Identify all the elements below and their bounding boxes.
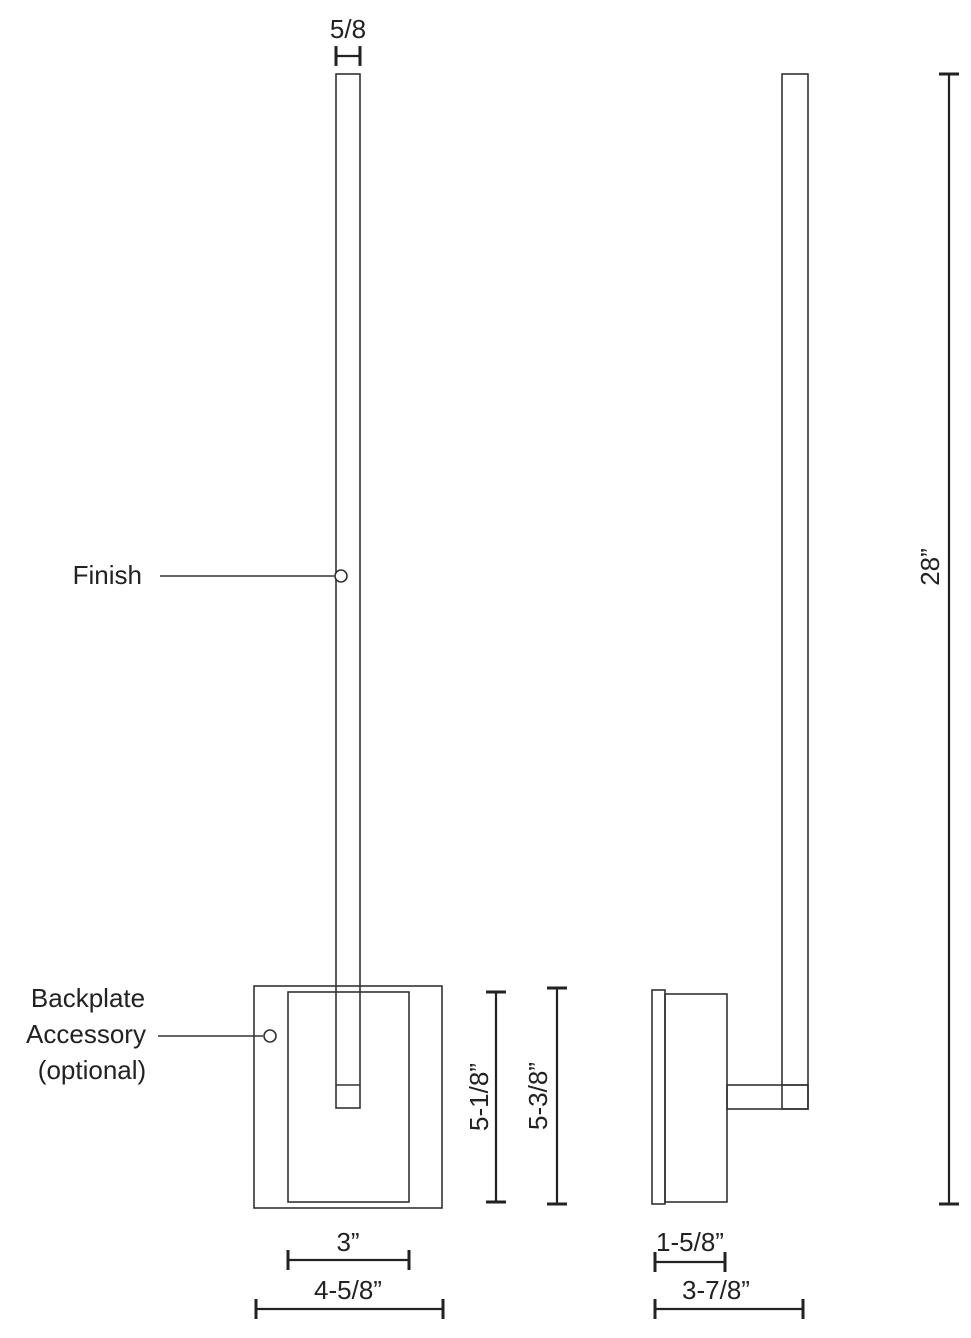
plate-width-outer-dimension: 4-5/8” <box>254 1275 445 1319</box>
side-depth-plate-label: 1-5/8” <box>656 1227 724 1257</box>
plate-width-outer-label: 4-5/8” <box>314 1275 382 1305</box>
side-depth-overall-label: 3-7/8” <box>682 1275 750 1305</box>
plate-height-outer-label: 5-3/8” <box>523 1062 553 1130</box>
plate-height-outer-dimension: 5-3/8” <box>523 986 567 1206</box>
arm-width-dimension: 5/8 <box>330 14 366 66</box>
backplate-callout: Backplate Accessory (optional) <box>26 983 277 1085</box>
finish-callout: Finish <box>73 560 348 590</box>
finish-label: Finish <box>73 560 142 590</box>
backplate-inner <box>287 991 410 1203</box>
plate-width-inner-dimension: 3” <box>286 1227 411 1270</box>
backplate-label-line3: (optional) <box>38 1055 146 1085</box>
backplate-outer <box>253 985 443 1209</box>
backplate-label-line2: Accessory <box>26 1019 146 1049</box>
side-arm-vertical <box>781 73 809 1110</box>
backplate-label-line1: Backplate <box>31 983 145 1013</box>
finish-marker <box>334 569 348 583</box>
side-depth-plate-dimension: 1-5/8” <box>653 1227 727 1272</box>
side-backplate <box>651 989 666 1205</box>
plate-width-inner-label: 3” <box>336 1227 359 1257</box>
overall-height-label: 28” <box>915 548 945 586</box>
arm-width-label: 5/8 <box>330 14 366 44</box>
side-view <box>651 73 809 1205</box>
front-view <box>253 73 443 1209</box>
overall-height-dimension: 28” <box>915 72 959 1206</box>
side-arm-horizontal <box>726 1084 809 1110</box>
backplate-marker <box>263 1029 277 1043</box>
front-arm <box>335 73 361 1109</box>
plate-height-inner-dimension: 5-1/8” <box>464 990 506 1204</box>
plate-height-inner-label: 5-1/8” <box>464 1063 494 1131</box>
side-canopy <box>664 993 728 1203</box>
side-depth-overall-dimension: 3-7/8” <box>653 1275 805 1319</box>
